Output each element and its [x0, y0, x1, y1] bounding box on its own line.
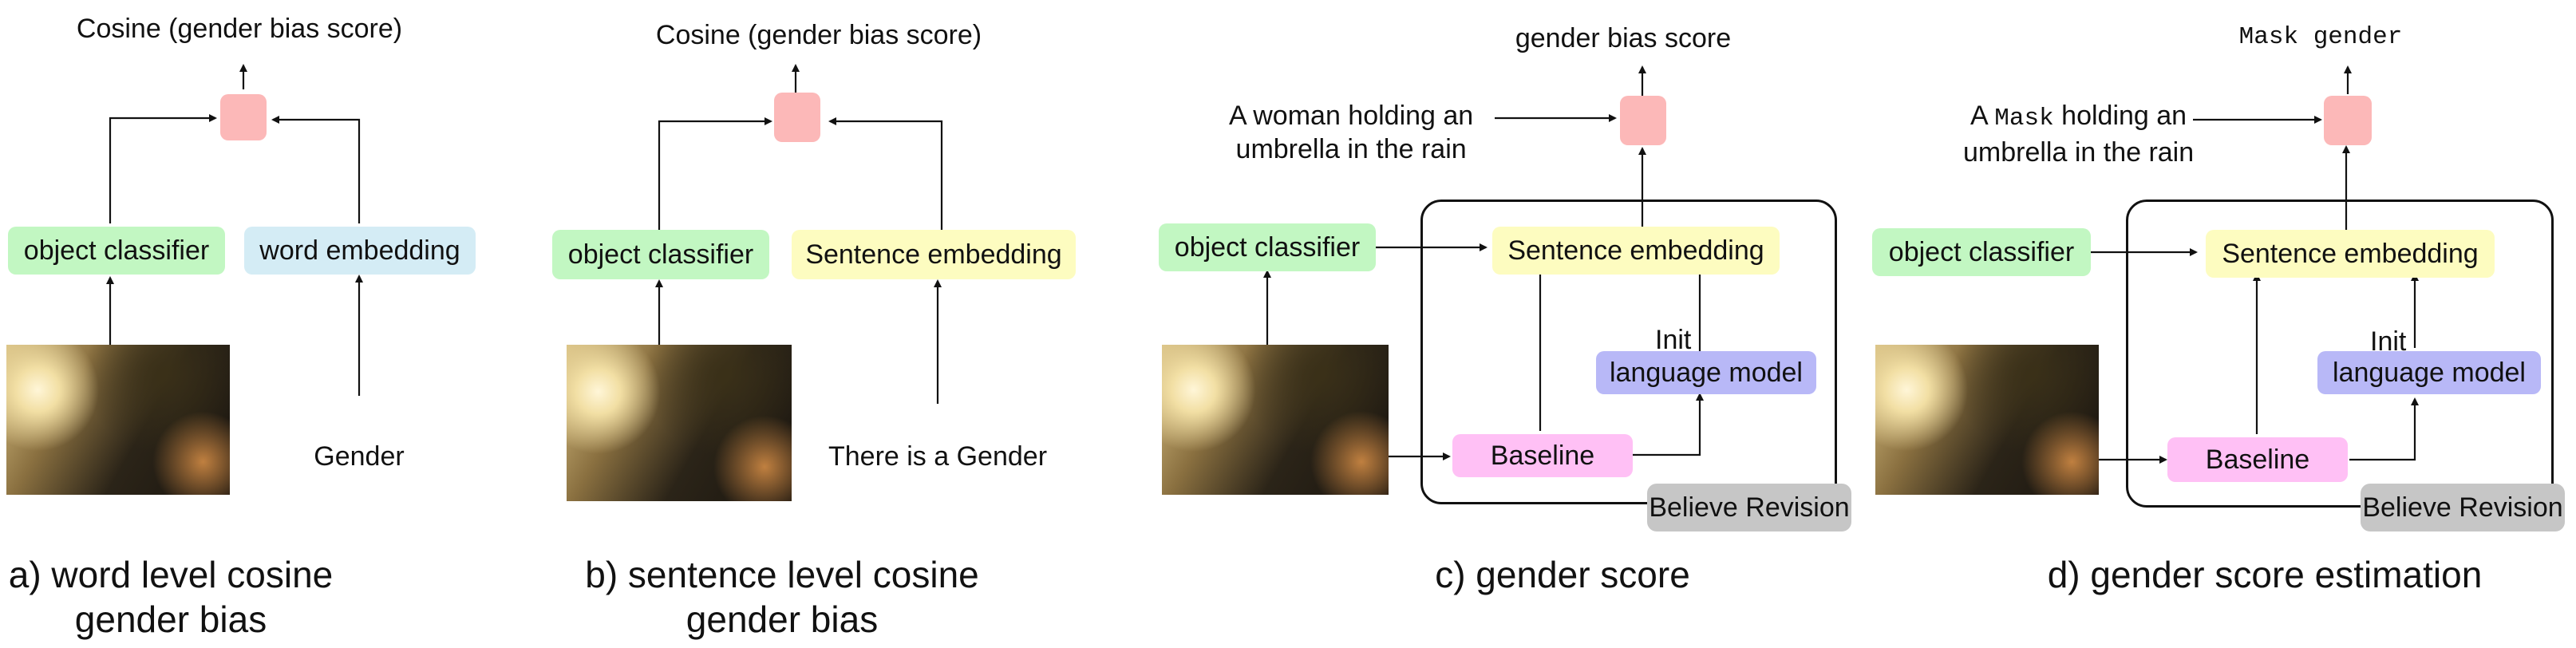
- language-model-box: language model: [1596, 351, 1816, 394]
- arrow-c-baseline-to-lm: [1633, 393, 1704, 456]
- score-node: [2324, 96, 2372, 145]
- object-classifier-box: object classifier: [552, 230, 769, 279]
- photo-woman-umbrella: [1875, 345, 2099, 495]
- caption-line-1: a) word level cosine: [8, 554, 334, 595]
- score-label: Cosine (gender bias score): [76, 14, 403, 44]
- arrow-a-classifier-to-target: [109, 114, 217, 223]
- believe-revision-tag: Believe Revision: [2361, 484, 2565, 531]
- arrow-b-embedding-to-target: [828, 117, 943, 230]
- arrow-a-embedding-to-target: [271, 116, 361, 223]
- object-classifier-box: object classifier: [8, 227, 225, 275]
- believe-revision-tag: Believe Revision: [1647, 484, 1851, 531]
- input-text: Gender: [314, 441, 405, 472]
- score-label: gender bias score: [1515, 23, 1732, 53]
- score-node: [774, 93, 820, 142]
- panel-caption: c) gender score: [1435, 554, 1690, 595]
- photo-woman-umbrella: [6, 345, 230, 495]
- score-label: Cosine (gender bias score): [655, 20, 982, 50]
- believe-revision-frame: [1420, 200, 1837, 504]
- sentence-line-2: umbrella in the rain: [1963, 137, 2195, 168]
- baseline-box: Baseline: [2167, 437, 2348, 482]
- word-embedding-box: word embedding: [244, 227, 476, 275]
- sentence-line-2: umbrella in the rain: [1235, 134, 1467, 164]
- photo-woman-umbrella: [567, 345, 792, 501]
- object-classifier-box: object classifier: [1159, 223, 1376, 271]
- sentence-embedding-box: Sentence embedding: [2206, 230, 2495, 278]
- panel-caption: d) gender score estimation: [2047, 554, 2483, 595]
- believe-revision-frame: [2126, 200, 2554, 508]
- sentence-mask-token: Mask: [1994, 105, 2054, 132]
- sentence-embedding-box: Sentence embedding: [1492, 227, 1780, 275]
- sentence-embedding-box: Sentence embedding: [792, 230, 1076, 279]
- score-label: Mask gender: [2238, 23, 2403, 51]
- baseline-box: Baseline: [1452, 434, 1633, 477]
- arrow-b-classifier-to-target: [658, 117, 772, 230]
- caption-line-1: b) sentence level cosine: [585, 554, 979, 595]
- arrow-d-baseline-to-lm: [2349, 397, 2419, 461]
- panel-caption: a) word level cosine gender bias: [9, 552, 334, 642]
- language-model-box: language model: [2317, 351, 2541, 394]
- sentence-prefix: A: [1970, 101, 1995, 131]
- caption-line-2: gender bias: [685, 599, 879, 640]
- panel-caption: b) sentence level cosine gender bias: [585, 552, 979, 642]
- init-label: Init: [1655, 325, 1692, 355]
- score-node: [220, 94, 267, 140]
- sentence-line-1: A woman holding an: [1229, 101, 1474, 131]
- sentence-line-1: A Mask holding an: [1963, 99, 2194, 136]
- photo-woman-umbrella: [1162, 345, 1389, 495]
- input-text: There is a Gender: [828, 441, 1048, 472]
- sentence-suffix: holding an: [2053, 101, 2187, 131]
- sentence-text: A Mask holding an umbrella in the rain: [1963, 99, 2194, 169]
- object-classifier-box: object classifier: [1872, 228, 2091, 276]
- caption-line-2: gender bias: [74, 599, 267, 640]
- sentence-text: A woman holding an umbrella in the rain: [1229, 99, 1473, 166]
- score-node: [1620, 96, 1666, 145]
